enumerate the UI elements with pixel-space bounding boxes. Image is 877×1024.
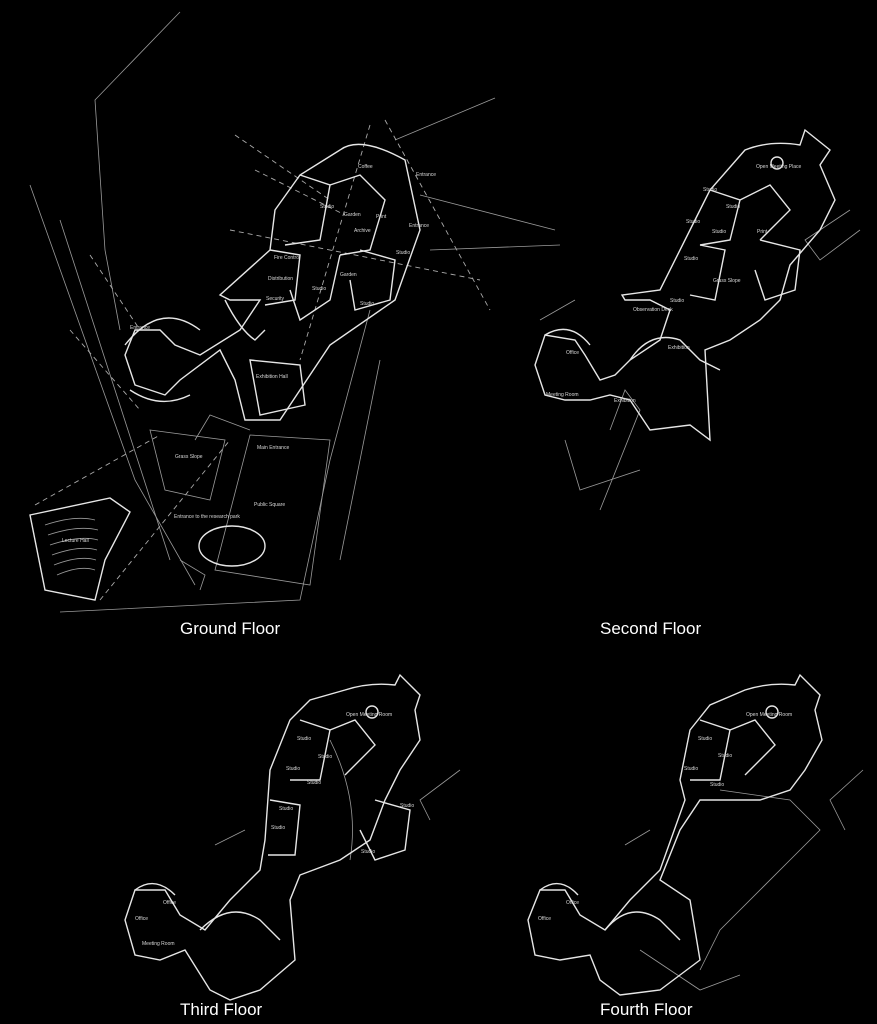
room-label: Studio xyxy=(400,803,414,809)
room-label: Entrance xyxy=(416,172,436,178)
fourth-floor-caption: Fourth Floor xyxy=(600,1000,693,1019)
second-floor-plan: Open Meeting Place Studio Studio Studio … xyxy=(534,128,861,511)
room-label: Studio xyxy=(279,806,293,812)
room-label: Studio xyxy=(286,766,300,772)
room-label: Studio xyxy=(312,286,326,292)
room-label: Studio xyxy=(684,766,698,772)
room-label: Archive xyxy=(354,228,371,234)
ground-floor-caption: Ground Floor xyxy=(180,619,281,638)
room-label: Office xyxy=(135,916,148,922)
room-label: Entrance xyxy=(130,325,150,331)
room-label: Studio xyxy=(318,754,332,760)
room-label: Studio xyxy=(703,187,717,193)
room-label: Office xyxy=(163,900,176,906)
room-label: Grass Slope xyxy=(175,454,203,460)
third-floor-caption: Third Floor xyxy=(180,1000,263,1019)
room-label: Observation Deck xyxy=(633,307,673,313)
room-label: Studio xyxy=(320,204,334,210)
room-label: Studio xyxy=(712,229,726,235)
room-label: Studio xyxy=(710,782,724,788)
second-floor-caption: Second Floor xyxy=(600,619,702,638)
room-label: Studio xyxy=(396,250,410,256)
room-label: Garden xyxy=(344,212,361,218)
room-label: Garden xyxy=(340,272,357,278)
room-label: Security xyxy=(266,296,285,302)
room-label: Studio xyxy=(698,736,712,742)
room-label: Studio xyxy=(297,736,311,742)
room-label: Studio xyxy=(684,256,698,262)
room-label: Open Meeting Room xyxy=(346,712,392,718)
room-label: Studio xyxy=(271,825,285,831)
room-label: Exhibition xyxy=(614,398,636,404)
room-label: Distribution xyxy=(268,276,293,282)
room-label: Exhibition Hall xyxy=(256,374,288,380)
room-label: Meeting Room xyxy=(142,941,175,947)
room-label: Open Meeting Room xyxy=(746,712,792,718)
room-label: Office xyxy=(566,350,579,356)
room-label: Entrance xyxy=(409,223,429,229)
third-floor-plan: Open Meeting Room Studio Studio Studio S… xyxy=(124,673,461,1001)
ground-floor-plan: Coffee Entrance Studio Garden Print Arch… xyxy=(29,11,561,613)
room-label: Office xyxy=(566,900,579,906)
room-label: Lecture Hall xyxy=(62,538,89,544)
room-label: Studio xyxy=(726,204,740,210)
room-label: Open Meeting Place xyxy=(756,164,802,170)
room-label: Studio xyxy=(686,219,700,225)
room-label: Studio xyxy=(361,849,375,855)
room-label: Exhibition xyxy=(668,345,690,351)
room-label: Fire Control xyxy=(274,255,300,261)
room-label: Studio xyxy=(718,753,732,759)
fourth-floor-plan: Open Meeting Room Studio Studio Studio S… xyxy=(527,673,864,996)
room-label: Entrance to the research park xyxy=(174,514,240,520)
room-label: Meeting Room xyxy=(546,392,579,398)
room-label: Print xyxy=(757,229,768,235)
room-label: Coffee xyxy=(358,164,373,170)
room-label: Print xyxy=(376,214,387,220)
room-label: Studio xyxy=(307,780,321,786)
room-label: Grass Slope xyxy=(713,278,741,284)
room-label: Studio xyxy=(360,301,374,307)
room-label: Public Square xyxy=(254,502,285,508)
room-label: Studio xyxy=(670,298,684,304)
room-label: Main Entrance xyxy=(257,445,289,451)
room-label: Office xyxy=(538,916,551,922)
